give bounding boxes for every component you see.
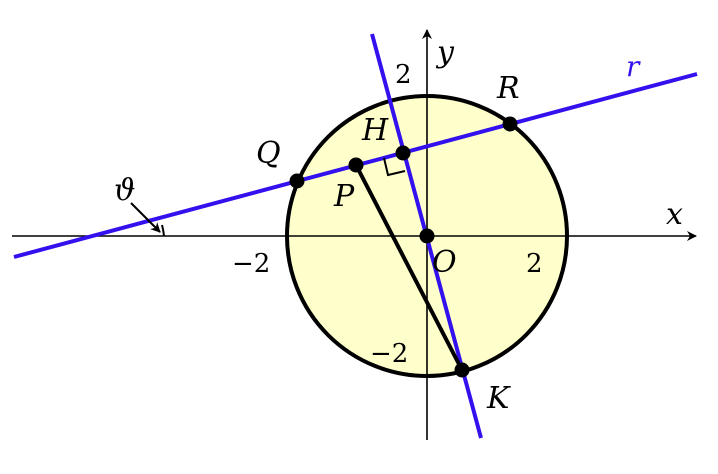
segment-PK bbox=[354, 164, 464, 371]
right-angle-mark bbox=[383, 157, 406, 177]
x-axis-label: x bbox=[666, 197, 683, 232]
point-H bbox=[395, 145, 411, 161]
point-O bbox=[419, 228, 435, 244]
point-Q bbox=[289, 173, 305, 189]
label-line-r: r bbox=[626, 50, 641, 83]
point-P bbox=[348, 157, 364, 173]
tick-label-y-neg2: −2 bbox=[370, 339, 408, 369]
label-P: P bbox=[333, 179, 355, 214]
tick-label-x-neg2: −2 bbox=[232, 249, 270, 279]
angle-arrow bbox=[130, 202, 161, 233]
point-K bbox=[454, 362, 470, 378]
label-H: H bbox=[361, 113, 389, 148]
y-axis-label: y bbox=[435, 35, 455, 70]
label-Q: Q bbox=[256, 136, 281, 171]
point-R bbox=[502, 116, 518, 132]
label-O: O bbox=[432, 245, 457, 280]
tick-label-y-pos2: 2 bbox=[395, 60, 412, 90]
tick-label-x-pos2: 2 bbox=[526, 249, 543, 279]
label-angle-theta: ϑ bbox=[114, 173, 135, 208]
label-R: R bbox=[496, 71, 520, 106]
label-K: K bbox=[486, 381, 511, 416]
angle-arc bbox=[161, 224, 165, 237]
